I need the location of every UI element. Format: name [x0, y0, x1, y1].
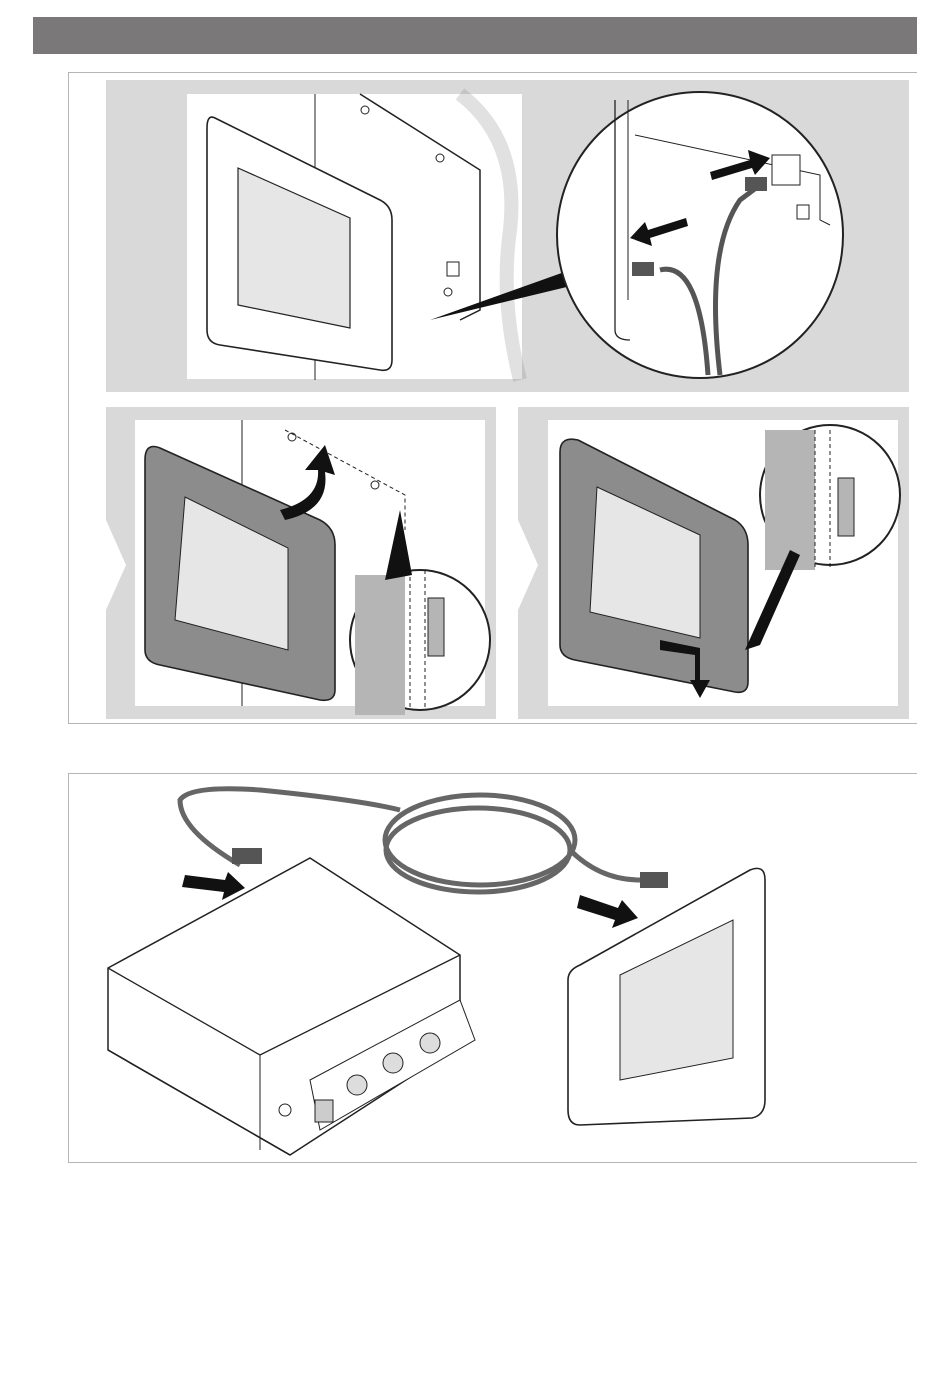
connector-icon: [640, 872, 668, 888]
step-2-lift-panel: [106, 407, 496, 719]
arrow-icon: [280, 445, 335, 520]
connector-icon: [745, 177, 767, 191]
display-panel: [206, 116, 393, 372]
section-header-bar: [33, 17, 917, 54]
display-panel: [559, 438, 749, 694]
figure-1-top-rule: [68, 72, 917, 73]
arrow-icon: [630, 218, 688, 246]
step-1-disconnect-cable: [106, 80, 909, 392]
figure-2-bottom-rule: [68, 1162, 917, 1163]
arrow-icon: [660, 640, 710, 698]
arrow-icon: [182, 872, 245, 900]
figure-1-left-rule: [68, 72, 69, 724]
arrow-icon: [577, 895, 638, 928]
connector-icon: [632, 262, 654, 276]
connector-icon: [232, 848, 262, 864]
arrow-icon: [710, 150, 770, 180]
display-panel: [567, 867, 766, 1126]
figure-1-bottom-rule: [68, 723, 917, 724]
figure-2-left-rule: [68, 773, 69, 1163]
figure-2-connection: [107, 786, 766, 1156]
detail-magnifier-icon: [556, 91, 844, 379]
figure-2-top-rule: [68, 773, 917, 774]
control-unit: [107, 857, 476, 1156]
step-3-push-down-panel: [518, 407, 909, 719]
